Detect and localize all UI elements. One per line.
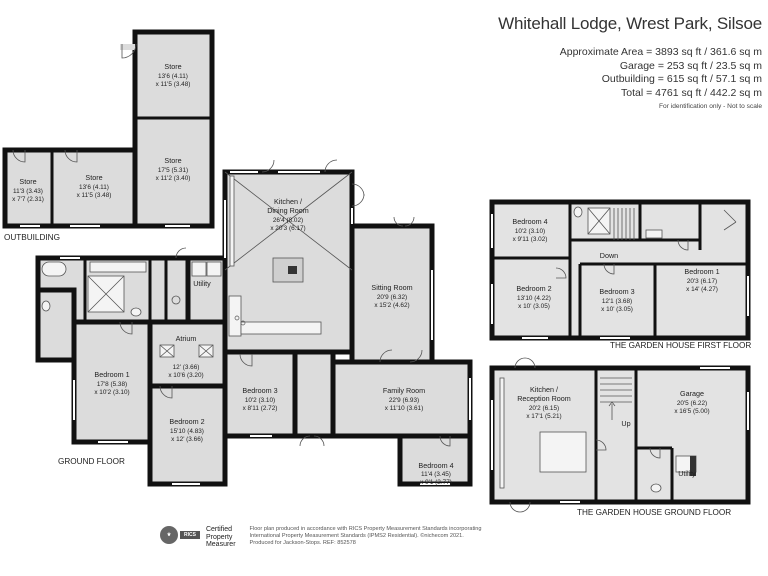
gh-bedroom1-dim-2: x 14' (4.27) [686, 286, 718, 293]
rics-circle-icon: ⚜ [160, 526, 178, 544]
garden-first-floor-label: THE GARDEN HOUSE FIRST FLOOR [610, 341, 751, 350]
gh-down-label: Down [600, 251, 618, 260]
ground-floor-stairs [600, 377, 632, 420]
rics-wordmark: RICS [180, 531, 200, 539]
bedroom2-dim-1: 15'10 (4.83) [170, 428, 204, 435]
kitchen-name-1: Kitchen / [274, 197, 302, 206]
disclaimer-line-3: Produced for Jackson-Stops. REF: 852578 [249, 540, 356, 546]
gh-bedroom3-dim-2: x 10' (3.05) [601, 306, 633, 313]
garden-house-first-floor-plan [489, 199, 751, 341]
store-mid-dim-2: x 11'2 (3.40) [156, 175, 191, 182]
gh-bedroom1-name: Bedroom 1 [684, 267, 719, 276]
gh-bedroom3-name: Bedroom 3 [599, 287, 634, 296]
gh-bedroom4-dim-1: 10'2 (3.10) [515, 228, 545, 235]
family-room-dim-2: x 11'10 (3.61) [385, 405, 423, 412]
gh-bedroom2-dim-2: x 10' (3.05) [518, 303, 550, 310]
bedroom2-dim-2: x 12' (3.66) [171, 436, 203, 443]
kitchen-dim-2: x 20'3 (6.17) [270, 225, 305, 232]
store-mid-dim-1: 17'5 (5.31) [158, 167, 188, 174]
store-center-name: Store [85, 173, 102, 182]
store-top-name: Store [164, 62, 181, 71]
property-header: Whitehall Lodge, Wrest Park, Silsoe Appr… [498, 14, 762, 110]
disclaimer-line-2: International Property Measurement Stand… [249, 533, 464, 539]
store-left-name: Store [19, 177, 36, 186]
area-garage: Garage = 253 sq ft / 23.5 sq m [619, 59, 762, 72]
rics-logo: ⚜ RICS [160, 526, 200, 544]
atrium-dim-1: 12' (3.66) [173, 364, 200, 371]
certified-line-1: Certified [205, 526, 233, 533]
bedroom3-name: Bedroom 3 [242, 386, 277, 395]
garden-ground-floor-label: THE GARDEN HOUSE GROUND FLOOR [577, 508, 731, 517]
bedroom4-dim-2: x 9'1 (2.77) [420, 479, 452, 486]
gh-up-label: Up [621, 419, 630, 428]
outbuilding-plan [2, 29, 215, 229]
rics-circle-mark: ⚜ [166, 532, 172, 538]
area-total: Total = 4761 sq ft / 442.2 sq m [621, 86, 762, 99]
store-left-dim-1: 11'3 (3.43) [13, 188, 43, 195]
bedroom4-name: Bedroom 4 [418, 461, 453, 470]
property-title: Whitehall Lodge, Wrest Park, Silsoe [498, 14, 762, 33]
store-mid-name: Store [164, 156, 181, 165]
outbuilding-label: OUTBUILDING [4, 233, 60, 242]
gh-garage-name: Garage [680, 389, 704, 398]
identification-note: For identification only - Not to scale [659, 103, 762, 111]
certified-line-3: Measurer [205, 541, 236, 548]
footer: ⚜ RICS Certified Property Measurer Floor… [160, 526, 560, 549]
gh-bedroom2-dim-1: 13'10 (4.22) [517, 295, 551, 302]
disclaimer: Floor plan produced in accordance with R… [250, 526, 560, 547]
bedroom3-dim-2: x 8'11 (2.72) [243, 405, 278, 412]
gh-bedroom4-dim-2: x 9'11 (3.02) [513, 236, 548, 243]
atrium-name: Atrium [176, 334, 197, 343]
sitting-room-name: Sitting Room [371, 283, 412, 292]
store-top-dim-2: x 11'5 (3.48) [156, 81, 191, 88]
family-room-dim-1: 22'9 (6.93) [389, 397, 419, 404]
bedroom1-dim-2: x 10'2 (3.10) [94, 389, 129, 396]
store-left-dim-2: x 7'7 (2.31) [12, 196, 44, 203]
first-floor-stairs [613, 208, 635, 240]
certified-line-2: Property [205, 533, 233, 541]
gh-kitchen-name-2: Reception Room [517, 394, 571, 403]
floor-labels: OUTBUILDING GROUND FLOOR THE GARDEN HOUS… [4, 233, 751, 517]
gh-bedroom3-dim-1: 12'1 (3.68) [602, 298, 632, 305]
disclaimer-line-1: Floor plan produced in accordance with R… [249, 526, 482, 532]
family-room-name: Family Room [383, 386, 425, 395]
bedroom1-name: Bedroom 1 [94, 370, 129, 379]
bedroom3-dim-1: 10'2 (3.10) [245, 397, 275, 404]
kitchen-dim-1: 26'4 (8.02) [273, 217, 303, 224]
store-top-dim-1: 13'6 (4.11) [158, 73, 188, 80]
certified-measurer: Certified Property Measurer [206, 526, 236, 549]
gh-garage-dim-1: 20'5 (6.22) [677, 400, 707, 407]
sitting-room-dim-1: 20'9 (6.32) [377, 294, 407, 301]
ground-floor-label: GROUND FLOOR [58, 457, 125, 466]
gh-bedroom1-dim-1: 20'3 (6.17) [687, 278, 717, 285]
store-center-dim-1: 13'6 (4.11) [79, 184, 109, 191]
garden-house-ground-floor-plan [489, 357, 751, 513]
area-approximate: Approximate Area = 3893 sq ft / 361.6 sq… [559, 46, 762, 58]
utility-name: Utility [193, 279, 211, 288]
gh-utility-name: Utility [678, 469, 696, 478]
area-outbuilding: Outbuilding = 615 sq ft / 57.1 sq m [601, 73, 762, 86]
bedroom2-name: Bedroom 2 [169, 417, 204, 426]
gh-kitchen-dim-1: 20'2 (6.15) [529, 405, 559, 412]
store-center-dim-2: x 11'5 (3.48) [77, 192, 112, 199]
room-labels: Store 13'6 (4.11) x 11'5 (3.48) Store 17… [12, 62, 719, 486]
gh-bedroom2-name: Bedroom 2 [516, 284, 551, 293]
bedroom1-dim-1: 17'8 (5.38) [97, 381, 127, 388]
bedroom4-dim-1: 11'4 (3.45) [421, 471, 451, 478]
gh-kitchen-dim-2: x 17'1 (5.21) [526, 413, 561, 420]
atrium-dim-2: x 10'6 (3.20) [168, 372, 203, 379]
gh-kitchen-name-1: Kitchen / [530, 385, 558, 394]
kitchen-name-2: Dining Room [267, 206, 309, 215]
gh-garage-dim-2: x 16'5 (5.00) [674, 408, 709, 415]
ground-floor-plan [35, 159, 473, 487]
gh-bedroom4-name: Bedroom 4 [512, 217, 547, 226]
sitting-room-dim-2: x 15'2 (4.62) [374, 302, 409, 309]
